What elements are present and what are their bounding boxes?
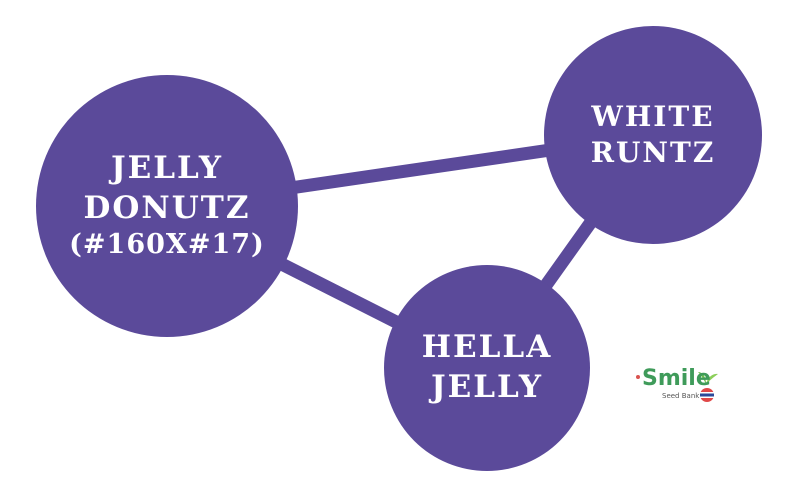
sprout-icon xyxy=(636,372,718,402)
node-white-runtz xyxy=(544,26,762,244)
logo-subtitle: Seed Bank xyxy=(662,392,700,400)
node-jelly-donutz xyxy=(36,75,298,337)
node-hella-jelly xyxy=(384,265,590,471)
logo-text: Smile xyxy=(642,366,711,391)
node-group xyxy=(36,26,762,471)
brand-logo: Smile Seed Bank xyxy=(632,366,722,408)
